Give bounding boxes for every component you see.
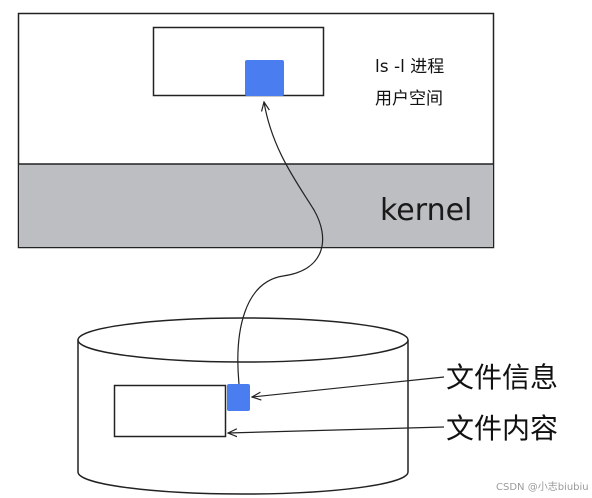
process-data-block bbox=[245, 60, 284, 96]
file-info-block bbox=[227, 384, 250, 411]
read-arrow bbox=[237, 102, 324, 385]
disk-top bbox=[77, 317, 409, 363]
file-content-pointer bbox=[228, 426, 445, 433]
kernel-label: kernel bbox=[380, 193, 472, 228]
file-info-label: 文件信息 bbox=[446, 361, 558, 394]
disk-cylinder bbox=[77, 340, 409, 495]
file-content-label: 文件内容 bbox=[446, 412, 558, 445]
file-info-pointer bbox=[252, 376, 445, 397]
process-buffer-box bbox=[152, 26, 325, 97]
process-label: ls -l 进程 bbox=[375, 57, 444, 77]
watermark: CSDN @小志biubiu bbox=[496, 480, 589, 493]
user-space-label: 用户空间 bbox=[375, 89, 443, 109]
kernel-band bbox=[19, 164, 493, 247]
file-content-box bbox=[113, 384, 227, 438]
